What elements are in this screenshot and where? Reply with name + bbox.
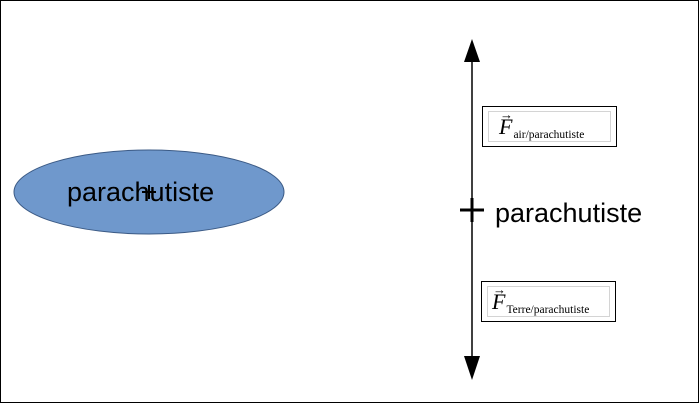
ellipse-label: parachutiste [67,177,215,207]
arrow-up-head [464,39,480,62]
force-earth-label-box: → F Terre/parachutiste [481,281,616,322]
force-air-vector: → F air/parachutiste [499,108,585,141]
force-earth-inner-frame [487,286,610,317]
force-earth-letter: → F [492,283,506,314]
arrow-down-head [464,356,480,380]
force-air-subscript: air/parachutiste [513,129,585,141]
force-air-symbol: F [499,114,513,139]
force-earth-symbol: F [492,289,506,314]
point-label: parachutiste [495,198,643,228]
force-air-label-box: → F air/parachutiste [482,106,617,147]
vector-arrow-icon: → [500,107,513,122]
force-air-inner-frame [488,111,611,142]
force-air-letter: → F [499,108,513,139]
vector-arrow-icon: → [493,282,506,297]
force-earth-subscript: Terre/parachutiste [506,304,590,316]
force-earth-vector: → F Terre/parachutiste [492,283,590,316]
